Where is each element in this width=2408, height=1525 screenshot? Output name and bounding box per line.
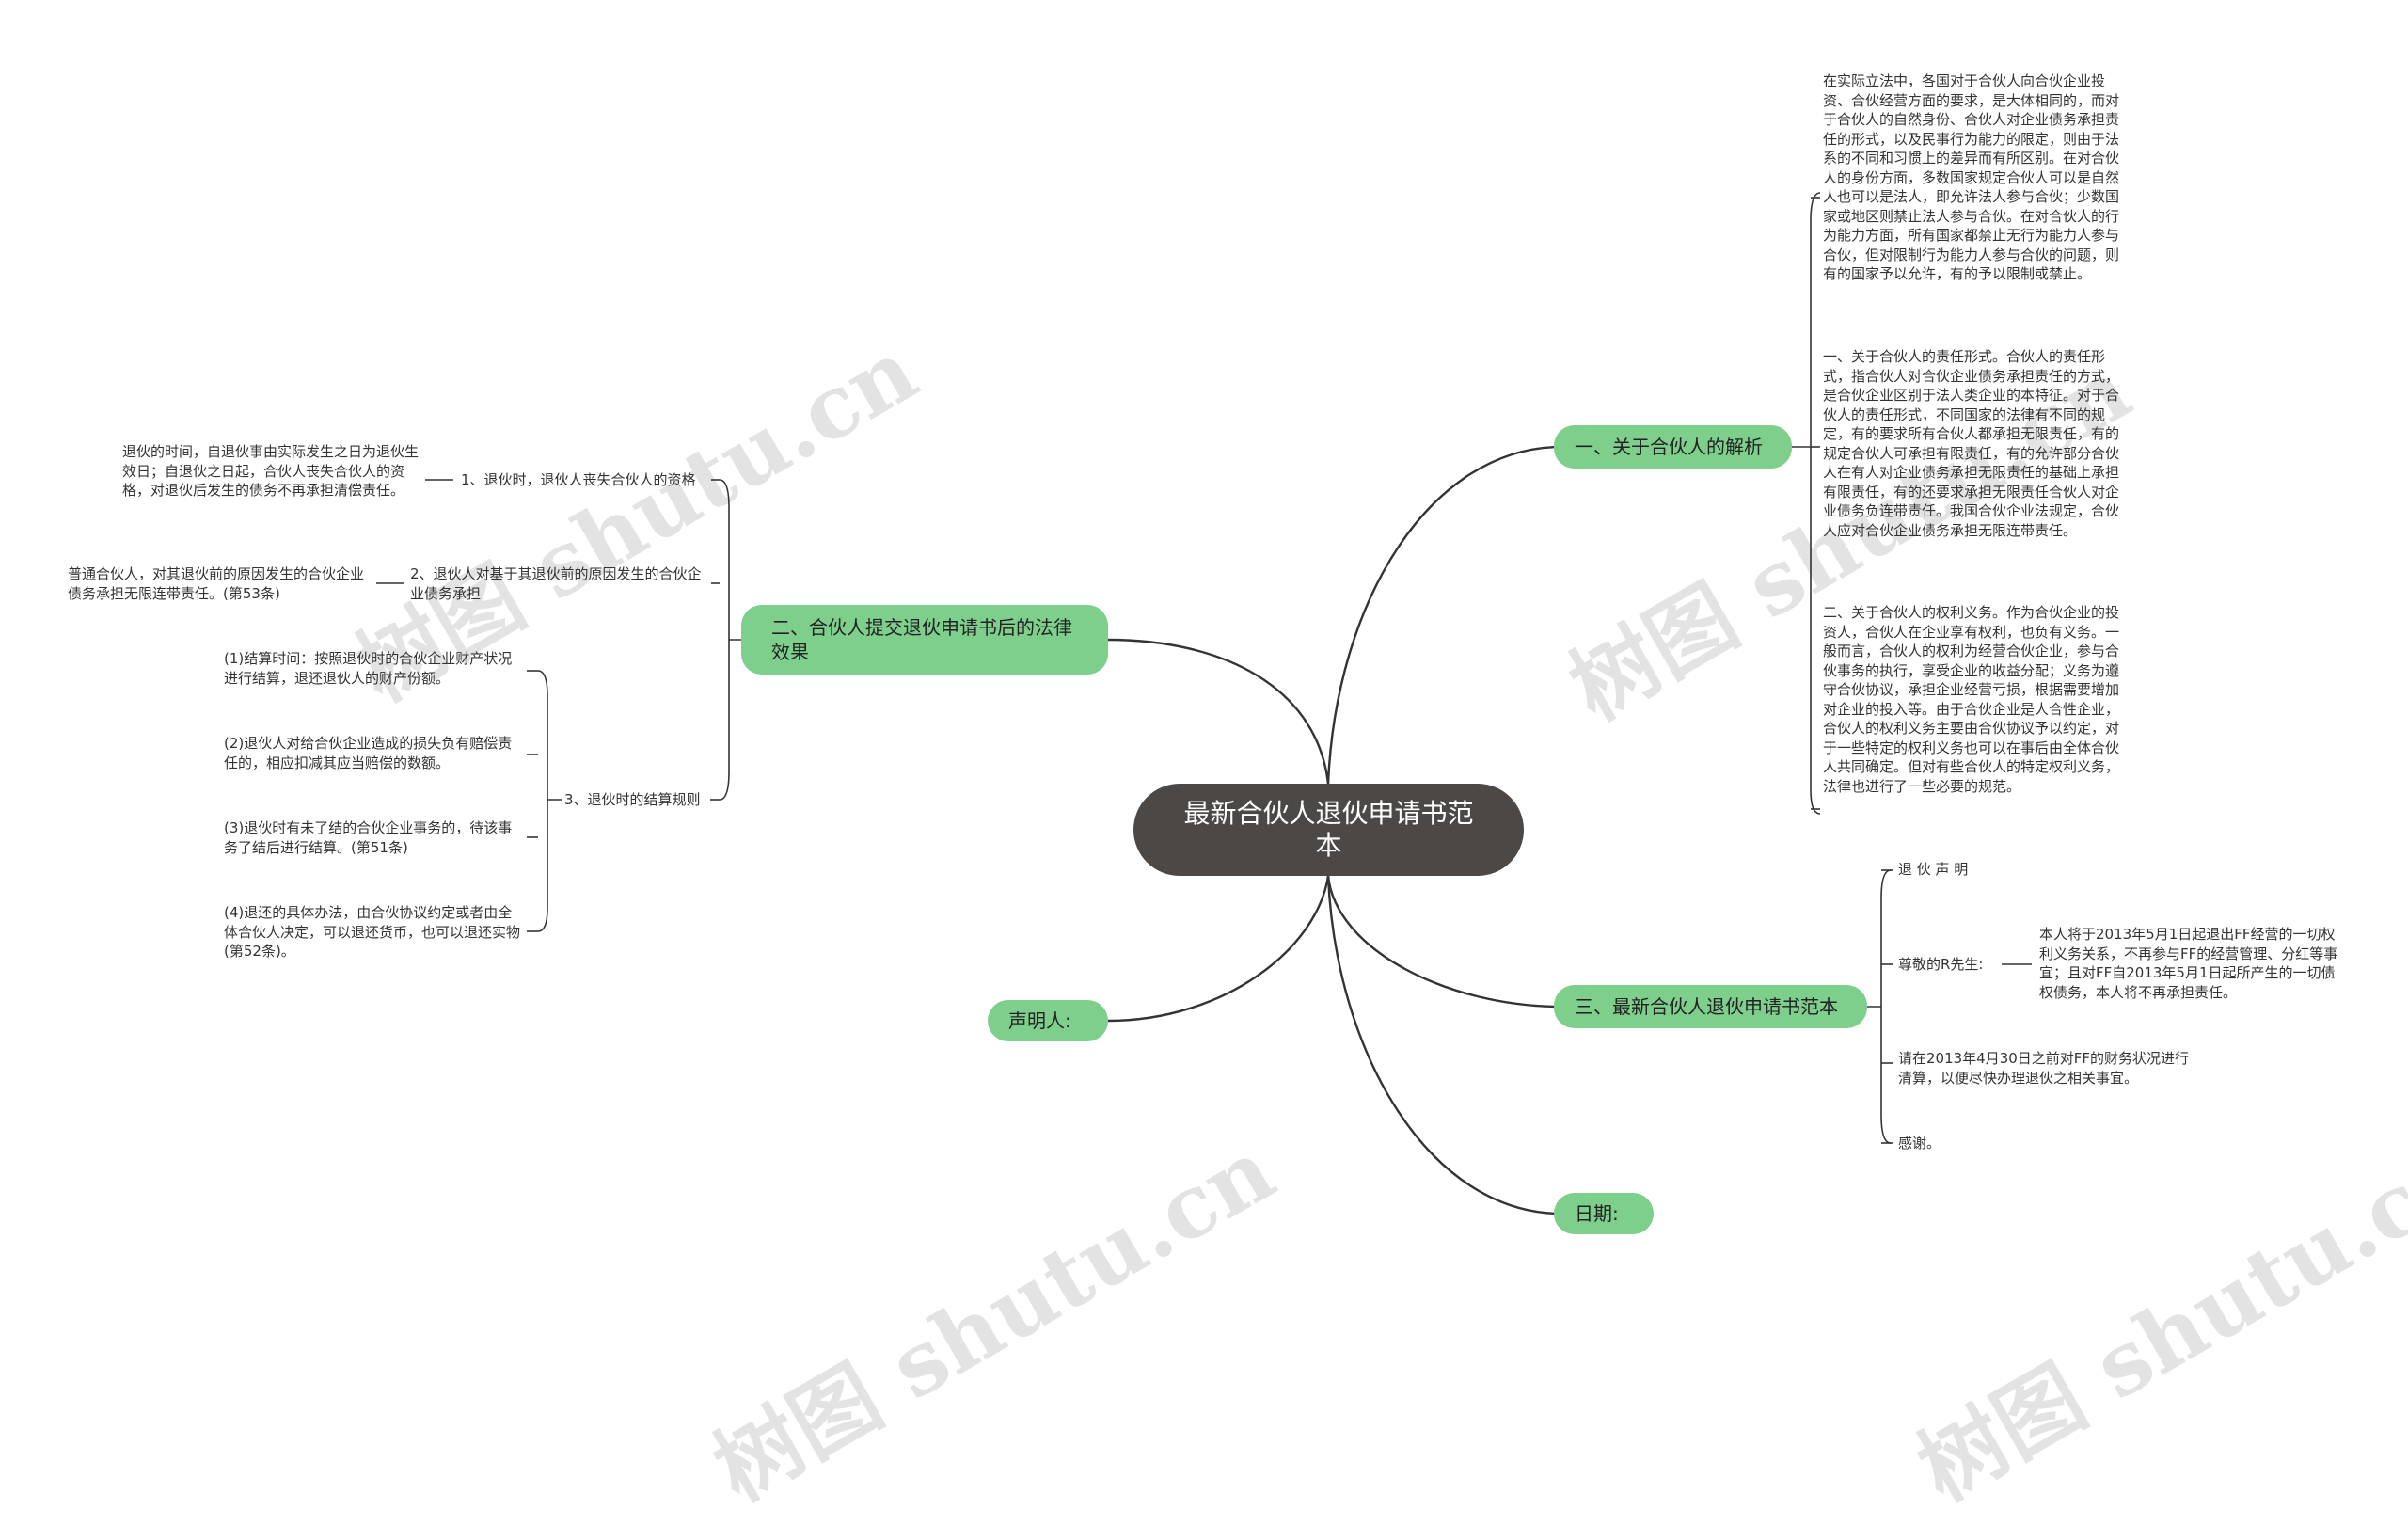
b3-bracket [1867, 869, 1892, 1144]
link-root-b1 [1326, 445, 1562, 785]
link-root-b2 [1107, 638, 1330, 785]
branch-partner-analysis[interactable]: 一、关于合伙人的解析 [1554, 425, 1792, 469]
link-root-b5 [1326, 875, 1562, 1215]
connector-lines [376, 192, 2032, 1215]
b1-text-3: 二、关于合伙人的权利义务。作为合伙企业的投资人，合伙人在企业享有权利，也负有义务… [1823, 604, 2120, 795]
b2-c3-bracket [537, 670, 562, 932]
b3-salutation: 尊敬的R先生: [1898, 956, 1984, 973]
branch-legal-effect[interactable]: 二、合伙人提交退伙申请书后的法律效果 [741, 605, 1108, 675]
b3-thanks: 感谢。 [1898, 1135, 1941, 1152]
b1-bracket [1792, 192, 1821, 815]
b2-c3-item-2: (2)退伙人对给合伙企业造成的损失负有赔偿责任的，相应扣减其应当赔偿的数额。 [224, 735, 513, 771]
link-root-b3 [1326, 875, 1562, 1009]
b2-child-3-label: 3、退伙时的结算规则 [564, 791, 701, 808]
b1-text-2: 一、关于合伙人的责任形式。合伙人的责任形式，指合伙人对合伙企业债务承担责任的方式… [1823, 348, 2120, 539]
b2-child-2-label: 2、退伙人对基于其退伙前的原因发生的合伙企业债务承担 [410, 565, 702, 602]
b2-c3-item-3: (3)退伙时有未了结的合伙企业事务的，待该事务了结后进行结算。(第51条) [224, 819, 513, 856]
b3-heading: 退 伙 声 明 [1898, 861, 1969, 878]
branch-date[interactable]: 日期: [1554, 1193, 1654, 1234]
b1-text-1: 在实际立法中，各国对于合伙人向合伙企业投资、合伙经营方面的要求，是大体相同的，而… [1823, 72, 2120, 282]
root-node[interactable]: 最新合伙人退伙申请书范本 [1133, 784, 1524, 876]
b2-c3-item-1: (1)结算时间：按照退伙时的合伙企业财产状况进行结算，退还退伙人的财产份额。 [224, 650, 513, 687]
link-root-b4 [1107, 875, 1330, 1023]
b2-bracket [719, 479, 741, 801]
b2-child-1-detail: 退伙的时间，自退伙事由实际发生之日为退伙生效日；自退伙之日起，合伙人丧失合伙人的… [122, 443, 420, 499]
b3-body: 本人将于2013年5月1日起退出FF经营的一切权利义务关系，不再参与FF的经营管… [2039, 926, 2338, 1001]
b2-c3-item-4: (4)退还的具体办法，由合伙协议约定或者由全体合伙人决定，可以退还货币，也可以退… [224, 904, 521, 960]
branch-template[interactable]: 三、最新合伙人退伙申请书范本 [1554, 985, 1867, 1028]
b2-child-1-label: 1、退伙时，退伙人丧失合伙人的资格 [461, 471, 696, 488]
branch-declarant[interactable]: 声明人: [988, 1000, 1108, 1041]
b3-request: 请在2013年4月30日之前对FF的财务状况进行清算，以便尽快办理退伙之相关事宜… [1898, 1050, 2190, 1087]
b2-child-2-detail: 普通合伙人，对其退伙前的原因发生的合伙企业债务承担无限连带责任。(第53条) [68, 565, 365, 602]
